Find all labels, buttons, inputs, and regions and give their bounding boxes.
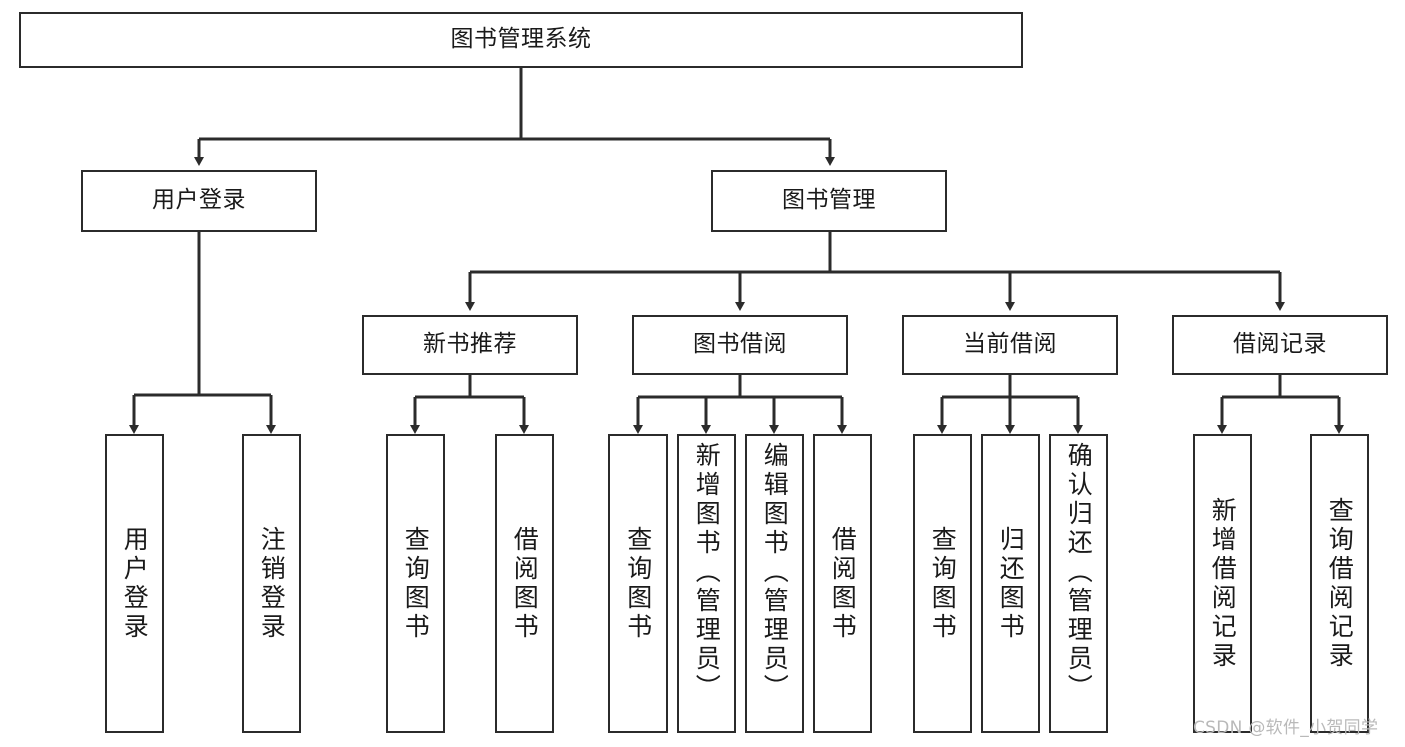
node-book-borrow-label: 图书借阅 [693,331,787,358]
node-current-borrow-label: 当前借阅 [963,331,1057,358]
watermark-text: CSDN @软件_小贺同学 [1193,718,1379,738]
node-user-login[interactable]: 用户登录 [81,170,317,232]
node-leaf-add-book-label: 新增图书（管理员） [692,442,722,703]
node-leaf-borrow-book-1[interactable]: 借阅图书 [495,434,554,733]
node-leaf-confirm-return-label: 确认归还（管理员） [1064,442,1094,703]
node-leaf-borrow-book-2[interactable]: 借阅图书 [813,434,872,733]
node-leaf-add-record[interactable]: 新增借阅记录 [1193,434,1252,733]
node-leaf-add-record-label: 新增借阅记录 [1208,496,1238,671]
node-leaf-edit-book[interactable]: 编辑图书（管理员） [745,434,804,733]
node-leaf-user-logout[interactable]: 注销登录 [242,434,301,733]
node-leaf-borrow-book-2-label: 借阅图书 [828,525,858,642]
node-current-borrow[interactable]: 当前借阅 [902,315,1118,375]
node-borrow-record[interactable]: 借阅记录 [1172,315,1388,375]
node-book-manage-label: 图书管理 [782,187,876,214]
node-leaf-query-book-3[interactable]: 查询图书 [913,434,972,733]
node-leaf-query-book-1-label: 查询图书 [401,525,431,642]
node-leaf-query-record-label: 查询借阅记录 [1325,496,1355,671]
node-leaf-query-book-2-label: 查询图书 [623,525,653,642]
node-leaf-query-book-3-label: 查询图书 [928,525,958,642]
node-leaf-user-logout-label: 注销登录 [257,525,287,642]
node-leaf-user-login[interactable]: 用户登录 [105,434,164,733]
node-book-manage[interactable]: 图书管理 [711,170,947,232]
node-leaf-add-book[interactable]: 新增图书（管理员） [677,434,736,733]
node-leaf-return-book[interactable]: 归还图书 [981,434,1040,733]
node-root-label: 图书管理系统 [450,26,592,53]
node-leaf-borrow-book-1-label: 借阅图书 [510,525,540,642]
node-root[interactable]: 图书管理系统 [19,12,1023,68]
node-leaf-edit-book-label: 编辑图书（管理员） [760,442,790,703]
node-leaf-user-login-label: 用户登录 [120,525,150,642]
node-leaf-confirm-return[interactable]: 确认归还（管理员） [1049,434,1108,733]
node-leaf-query-record[interactable]: 查询借阅记录 [1310,434,1369,733]
node-user-login-label: 用户登录 [152,187,246,214]
node-book-borrow[interactable]: 图书借阅 [632,315,848,375]
node-new-book-recommend-label: 新书推荐 [423,331,517,358]
node-leaf-query-book-2[interactable]: 查询图书 [608,434,668,733]
node-leaf-query-book-1[interactable]: 查询图书 [386,434,445,733]
node-borrow-record-label: 借阅记录 [1233,331,1327,358]
node-new-book-recommend[interactable]: 新书推荐 [362,315,578,375]
node-leaf-return-book-label: 归还图书 [996,525,1026,642]
